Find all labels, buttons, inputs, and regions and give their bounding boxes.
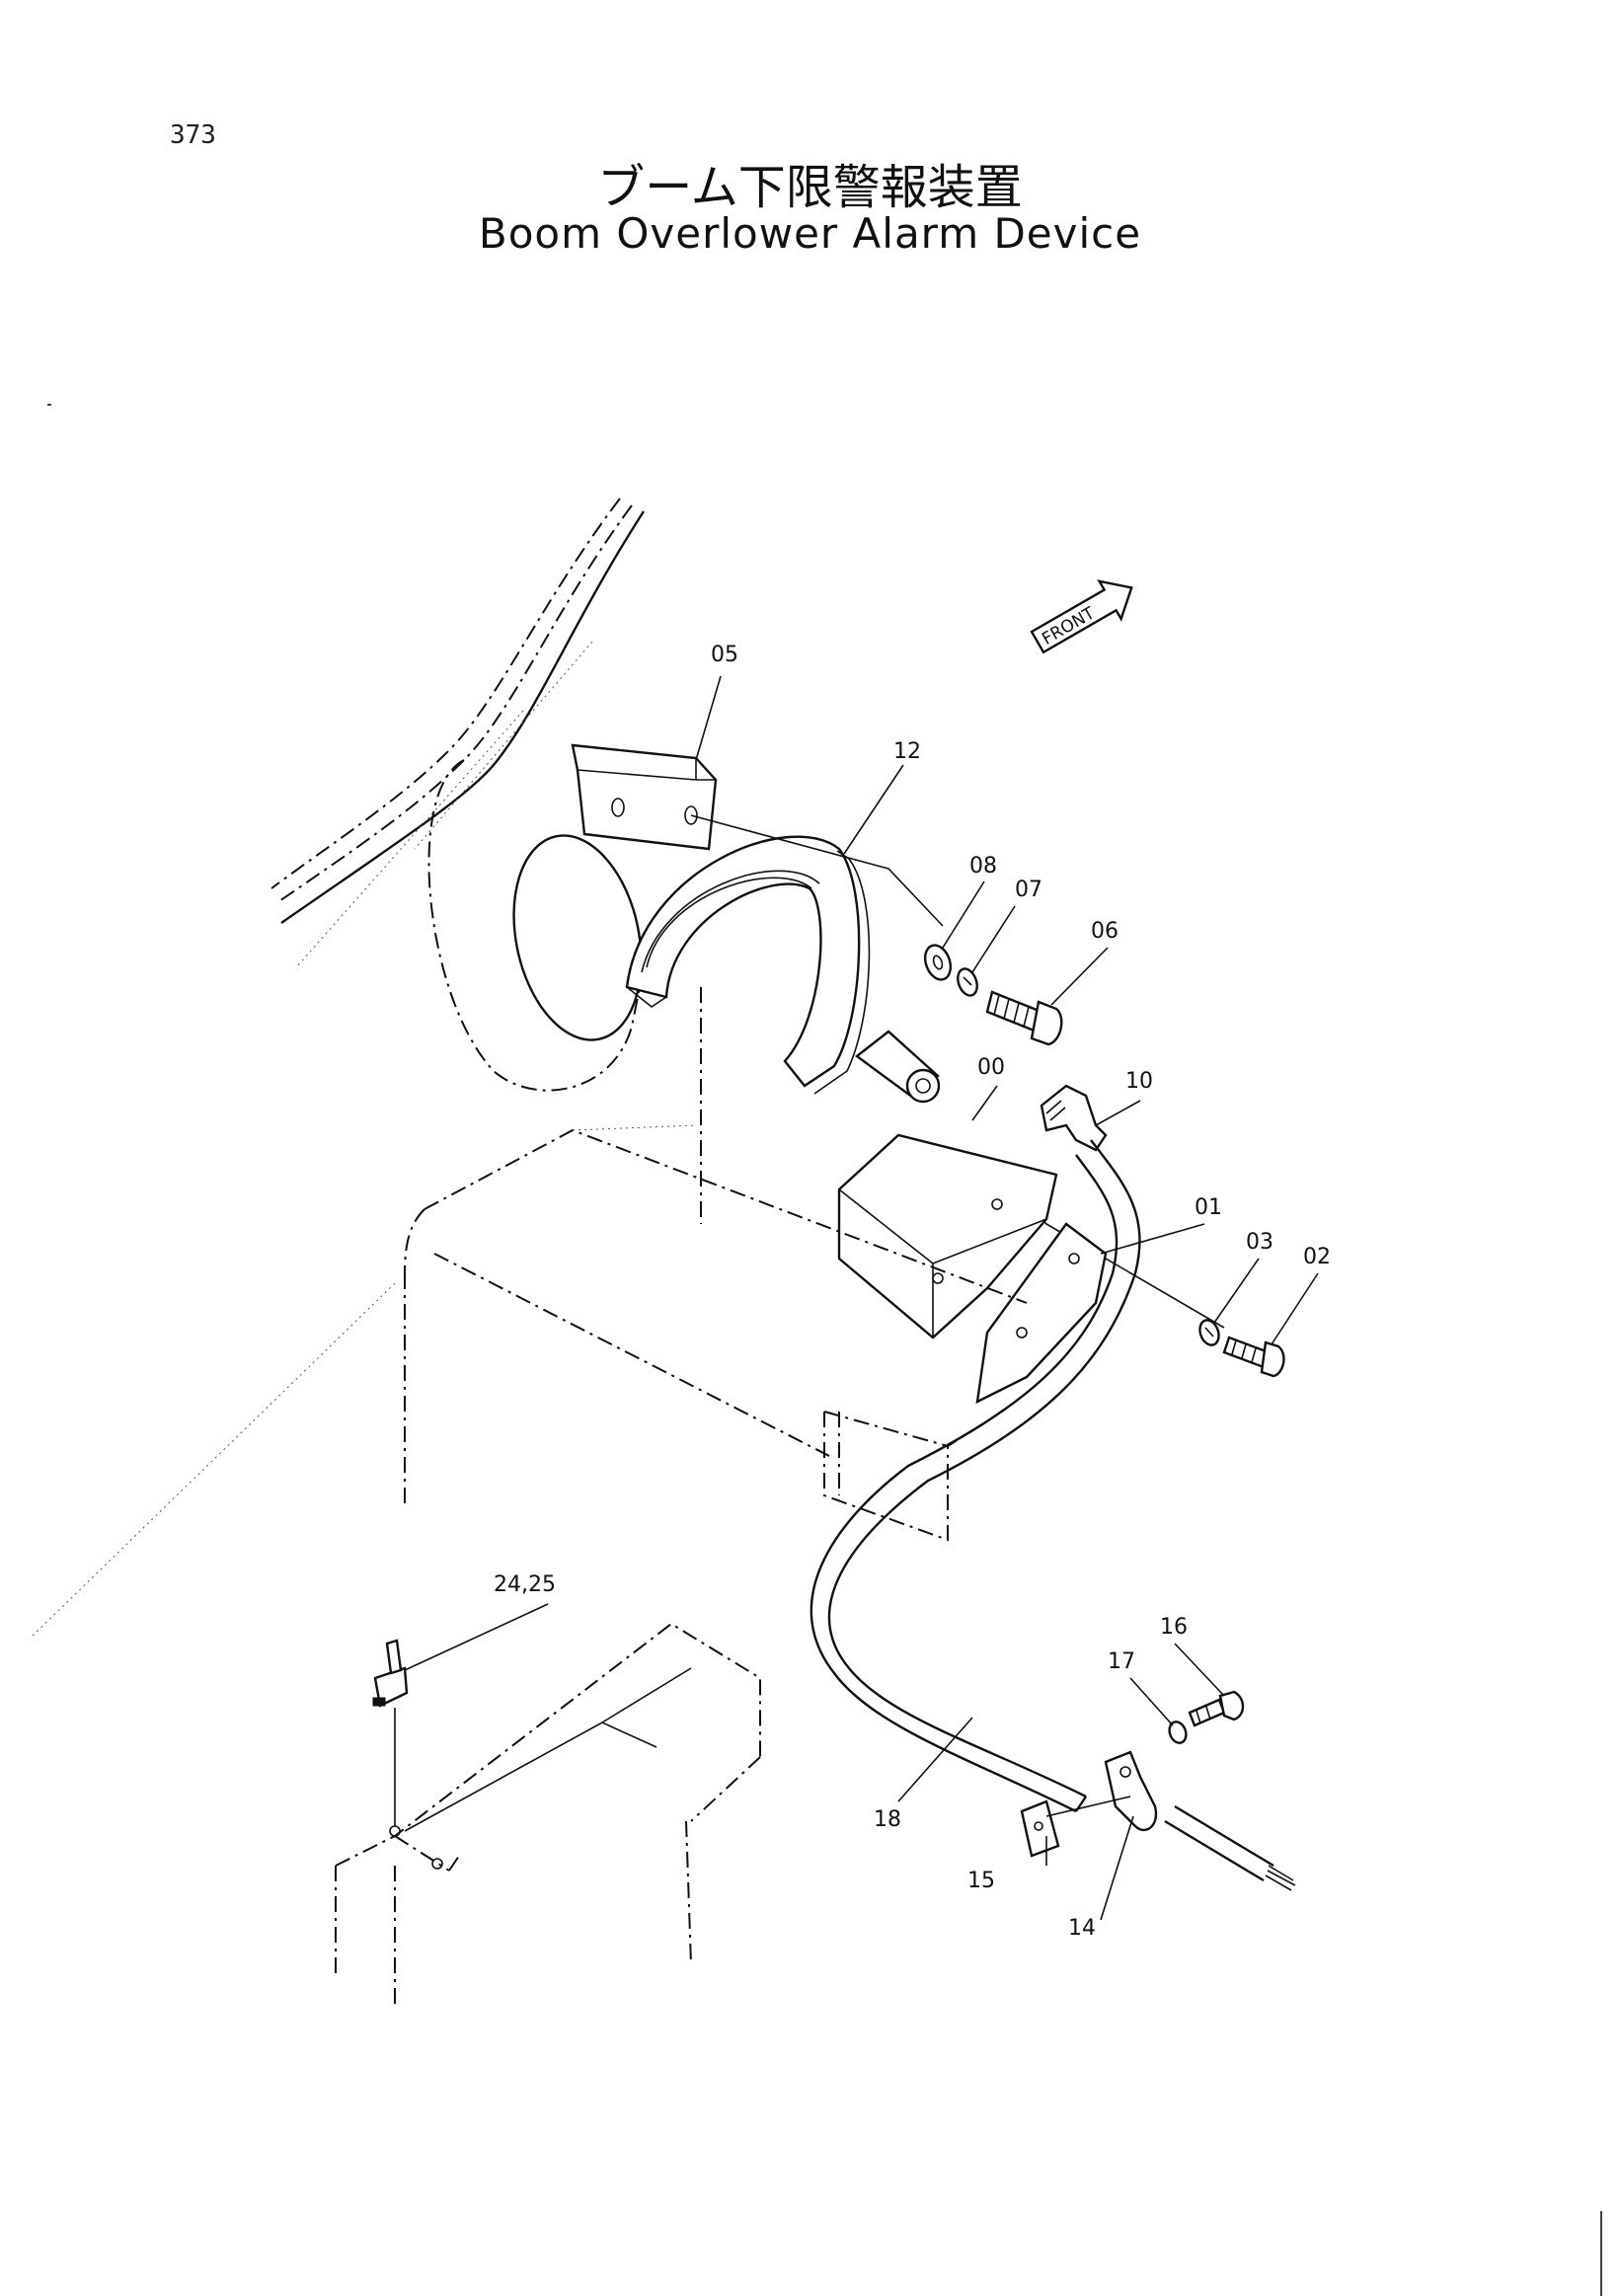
callout-16: 16 (1160, 1615, 1188, 1640)
callout-07: 07 (1015, 878, 1042, 902)
callout-leaders (404, 675, 1319, 1921)
machine-body-outline (29, 987, 1028, 1640)
washer-17 (1168, 1721, 1188, 1744)
callout-06: 06 (1091, 919, 1119, 944)
callout-15: 15 (967, 1869, 995, 1893)
callout-10: 10 (1125, 1069, 1153, 1094)
scan-edge-marks (47, 404, 1602, 2296)
callout-12: 12 (893, 739, 921, 764)
nut-plate-15 (1020, 1799, 1060, 1858)
washer-08 (923, 944, 953, 981)
callout-01: 01 (1195, 1195, 1222, 1220)
switch-24-25 (372, 1639, 409, 1826)
cam-plate-12 (625, 835, 871, 1095)
screw-02 (1222, 1336, 1285, 1378)
screw-16 (1188, 1690, 1245, 1727)
callout-00: 00 (977, 1055, 1005, 1080)
bolt-06 (985, 990, 1063, 1046)
front-direction-arrow: FRONT (1030, 579, 1133, 654)
callout-17: 17 (1108, 1649, 1135, 1674)
callout-labels: 05 12 08 07 06 00 10 01 03 02 24,25 16 1… (494, 643, 1331, 1941)
callout-24-25: 24,25 (494, 1572, 556, 1597)
callout-14: 14 (1068, 1916, 1096, 1941)
callout-18: 18 (874, 1807, 901, 1832)
limit-switch-00 (837, 1030, 1058, 1339)
page-number: 373 (170, 120, 216, 150)
lock-washer-03 (1198, 1319, 1220, 1346)
page-title-japanese: ブーム下限警報装置 (597, 160, 1023, 215)
clamp-14 (1104, 1750, 1158, 1832)
page-title-english: Boom Overlower Alarm Device (478, 209, 1142, 258)
callout-05: 05 (711, 643, 738, 667)
callout-03: 03 (1246, 1230, 1273, 1255)
mounting-plate-01 (975, 1222, 1108, 1405)
operator-panel-outline (335, 1622, 761, 2004)
lock-washer-07 (957, 967, 978, 997)
elbow-connector-10 (1040, 1084, 1108, 1152)
callout-02: 02 (1303, 1245, 1331, 1269)
bracket-05 (571, 743, 718, 851)
boom-outline (270, 497, 653, 1092)
wire-harness (1045, 1796, 1296, 1891)
callout-08: 08 (969, 854, 997, 879)
